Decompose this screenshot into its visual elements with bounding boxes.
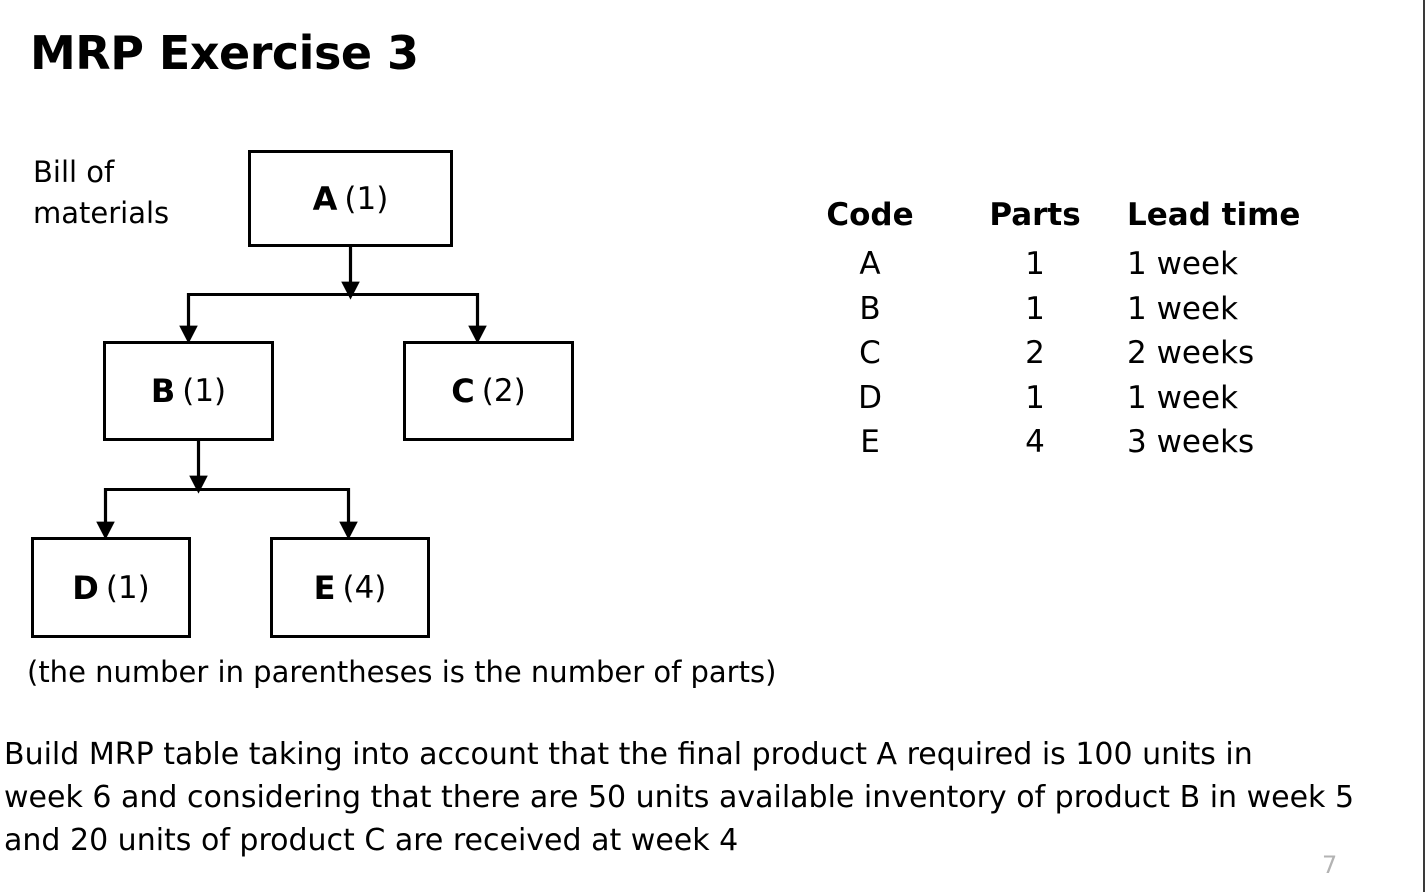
bom-label-line2: materials	[33, 196, 170, 231]
bom-node-e: E (4)	[270, 537, 430, 638]
table-row: E 4 3 weeks	[795, 420, 1300, 465]
bom-node-c-qty: (2)	[481, 373, 526, 409]
bill-of-materials-tree: A (1) B (1) C (2) D (1) E (4)	[0, 0, 640, 660]
cell-code: C	[859, 335, 881, 372]
bom-node-a-code: A	[312, 179, 338, 218]
cell-code: E	[860, 424, 880, 461]
bom-node-e-code: E	[313, 568, 336, 607]
cell-lead-time: 3 weeks	[1127, 424, 1255, 461]
cell-code: B	[859, 290, 881, 327]
bom-node-c: C (2)	[403, 341, 574, 441]
bom-node-b-qty: (1)	[182, 373, 227, 409]
cell-lead-time: 2 weeks	[1127, 335, 1255, 372]
task-description: Build MRP table taking into account that…	[4, 733, 1423, 863]
page-number: 7	[1322, 851, 1338, 879]
bom-label-line1: Bill of	[33, 155, 115, 189]
page-title: MRP Exercise 3	[30, 26, 419, 80]
bom-node-c-code: C	[451, 372, 475, 410]
column-header-parts: Parts	[989, 197, 1081, 233]
table-row: B 1 1 week	[795, 287, 1300, 332]
column-header-lead-time: Lead time	[1127, 197, 1301, 233]
parts-lead-time-table: Code Parts Lead time A 1 1 week B 1 1 we…	[795, 197, 1300, 465]
table-row: C 2 2 weeks	[795, 331, 1300, 376]
bom-node-d-code: D	[72, 568, 99, 607]
task-line-2: week 6 and considering that there are 50…	[4, 780, 1355, 816]
cell-parts: 1	[1025, 246, 1045, 282]
column-header-code: Code	[826, 197, 914, 233]
bom-node-e-qty: (4)	[342, 569, 387, 606]
bom-node-b-code: B	[150, 372, 176, 410]
bill-of-materials-label: Bill of materials	[33, 152, 233, 234]
bom-node-d-qty: (1)	[105, 569, 150, 606]
cell-parts: 1	[1025, 290, 1045, 327]
table-row: A 1 1 week	[795, 242, 1300, 287]
cell-parts: 1	[1025, 379, 1045, 416]
task-line-1: Build MRP table taking into account that…	[4, 737, 1253, 772]
bom-node-a-qty: (1)	[344, 180, 389, 217]
bom-node-b: B (1)	[103, 341, 274, 441]
bom-node-d: D (1)	[31, 537, 191, 638]
cell-parts: 2	[1025, 335, 1045, 372]
cell-code: A	[859, 246, 881, 282]
cell-code: D	[858, 379, 882, 416]
cell-lead-time: 1 week	[1127, 290, 1239, 327]
cell-parts: 4	[1025, 424, 1045, 461]
tree-caption: (the number in parentheses is the number…	[27, 655, 777, 689]
task-line-3: and 20 units of product C are received a…	[4, 823, 739, 859]
table-header-row: Code Parts Lead time	[795, 197, 1300, 242]
cell-lead-time: 1 week	[1127, 379, 1239, 416]
cell-lead-time: 1 week	[1127, 246, 1239, 282]
bom-node-a: A (1)	[248, 150, 453, 247]
table-row: D 1 1 week	[795, 376, 1300, 421]
